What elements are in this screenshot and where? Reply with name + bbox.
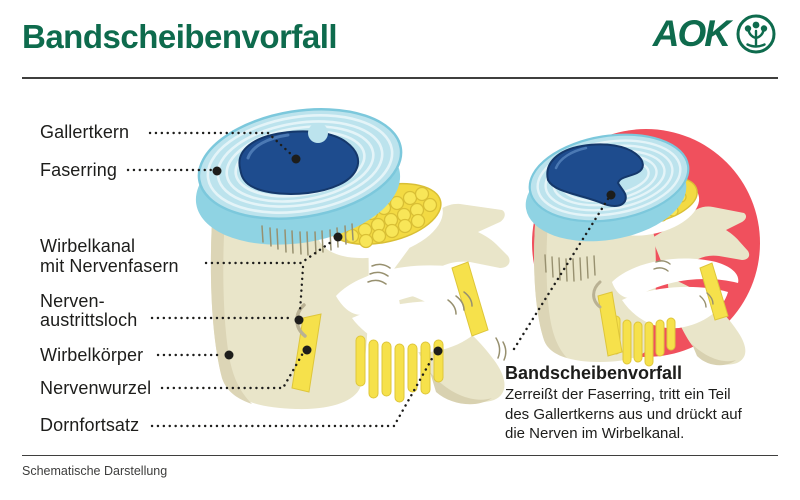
label-wirbelkanal-line1: Wirbelkanal: [40, 236, 136, 256]
label-faserring: Faserring: [40, 160, 117, 180]
label-gallertkern: Gallertkern: [40, 122, 130, 142]
leader-gallertkern: [148, 131, 295, 158]
leader-wirbelkanal: [204, 238, 336, 265]
label-wirbelkanal: Wirbelkanal mit Nervenfasern: [40, 236, 179, 276]
herniation-description-line1: Zerreißt der Faserring, tritt ein Teil: [505, 386, 731, 403]
herniation-heading: Bandscheibenvorfall: [505, 363, 683, 383]
aok-logo: AOK: [653, 12, 778, 56]
herniated-disc-illustration: [525, 129, 760, 367]
label-nervenwurzel: Nervenwurzel: [40, 378, 152, 398]
label-wirbelkoerper: Wirbelkörper: [40, 345, 144, 365]
label-nervenaustrittsloch: Nerven- austrittsloch: [40, 292, 137, 330]
aok-wordmark: AOK: [652, 13, 731, 54]
herniation-description: Zerreißt der Faserring, tritt ein Teil d…: [505, 385, 742, 444]
footer-caption: Schematische Darstellung: [22, 464, 168, 478]
leader-nervenwurzel: [160, 351, 305, 390]
label-wirbelkanal-line2: mit Nervenfasern: [40, 256, 179, 276]
leader-herniation: [512, 197, 610, 351]
header-divider: [22, 77, 778, 79]
label-nervenaustrittsloch-line1: Nerven-: [40, 291, 105, 311]
page-title: Bandscheibenvorfall: [22, 18, 338, 55]
footer-divider: [22, 455, 778, 456]
herniation-description-line3: die Nerven im Wirbelkanal.: [505, 425, 685, 442]
herniation-description-line2: des Gallertkerns aus und drückt auf: [505, 405, 742, 423]
leader-dornfortsatz: [150, 353, 436, 428]
leader-lines: [126, 131, 610, 428]
label-nervenaustrittsloch-line2: austrittsloch: [40, 310, 138, 330]
aok-oak-tree-icon: [736, 14, 776, 54]
healthy-vertebra-illustration: [195, 108, 510, 410]
label-dornfortsatz: Dornfortsatz: [40, 415, 140, 435]
leader-anchor-dots: [212, 154, 616, 360]
